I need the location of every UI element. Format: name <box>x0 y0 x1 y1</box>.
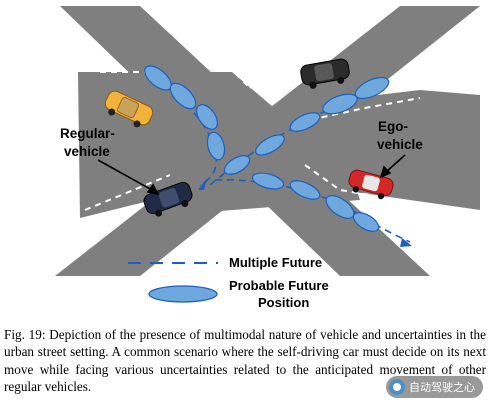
ego-vehicle-label-line2: vehicle <box>377 137 423 152</box>
regular-vehicle-label-line2: vehicle <box>64 144 110 159</box>
legend-multiple-future: Multiple Future <box>229 255 322 270</box>
path-arrows <box>198 178 412 247</box>
arrow-head-icon <box>198 178 207 190</box>
legend-ellipse-swatch <box>148 285 218 303</box>
ego-vehicle-label-line1: Ego- <box>378 119 408 134</box>
watermark-text: 自动驾驶之心 <box>409 381 475 394</box>
arrow-head-icon <box>400 238 412 247</box>
legend: Multiple Future Probable Future Position <box>128 255 329 310</box>
black-car-icon <box>300 58 350 89</box>
legend-probable-future-line1: Probable Future <box>229 278 329 293</box>
legend-probable-future-line2: Position <box>258 295 309 310</box>
probable-future-ellipses <box>144 65 390 232</box>
label-arrows <box>97 154 406 196</box>
figure-caption: Fig. 19: Depiction of the presence of mu… <box>4 327 486 395</box>
regular-vehicle-car-icon <box>143 181 193 217</box>
watermark-logo-icon <box>389 379 405 395</box>
watermark: 自动驾驶之心 <box>386 376 483 398</box>
regular-vehicle-label-line1: Regular- <box>60 126 115 141</box>
ego-vehicle-car-icon <box>348 169 394 200</box>
yellow-car-icon <box>104 90 154 128</box>
